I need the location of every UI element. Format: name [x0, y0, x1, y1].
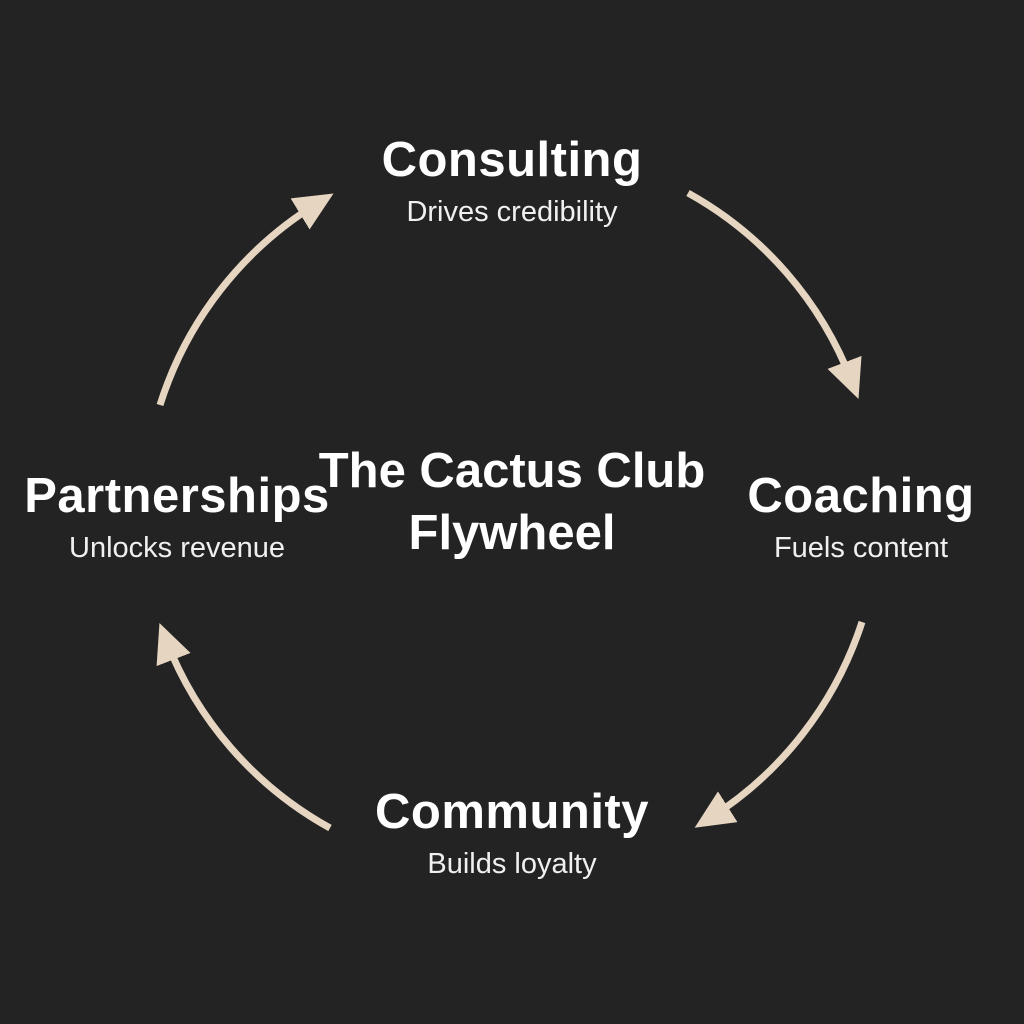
node-label: Community [375, 785, 649, 839]
node-coaching: Coaching Fuels content [747, 468, 974, 568]
arrow-coaching-to-community [694, 620, 866, 828]
node-subtitle: Fuels content [773, 532, 949, 564]
arrow-partnerships-to-consulting [156, 193, 334, 407]
node-community: Community Builds loyalty [375, 784, 649, 884]
title-line-2: Flywheel [408, 506, 616, 560]
arrow-community-to-partnerships [156, 623, 332, 832]
node-label: Consulting [381, 133, 643, 187]
arrow-consulting-to-coaching [686, 189, 862, 399]
node-subtitle: Builds loyalty [427, 848, 597, 880]
node-consulting: Consulting Drives credibility [382, 132, 643, 232]
diagram-title: The Cactus Club Flywheel [319, 440, 706, 564]
node-partnerships: Partnerships Unlocks revenue [24, 468, 330, 568]
title-line-1: The Cactus Club [318, 444, 706, 498]
node-subtitle: Unlocks revenue [69, 532, 285, 564]
node-label: Coaching [747, 469, 975, 523]
node-subtitle: Drives credibility [406, 196, 618, 228]
node-label: Partnerships [24, 469, 330, 523]
